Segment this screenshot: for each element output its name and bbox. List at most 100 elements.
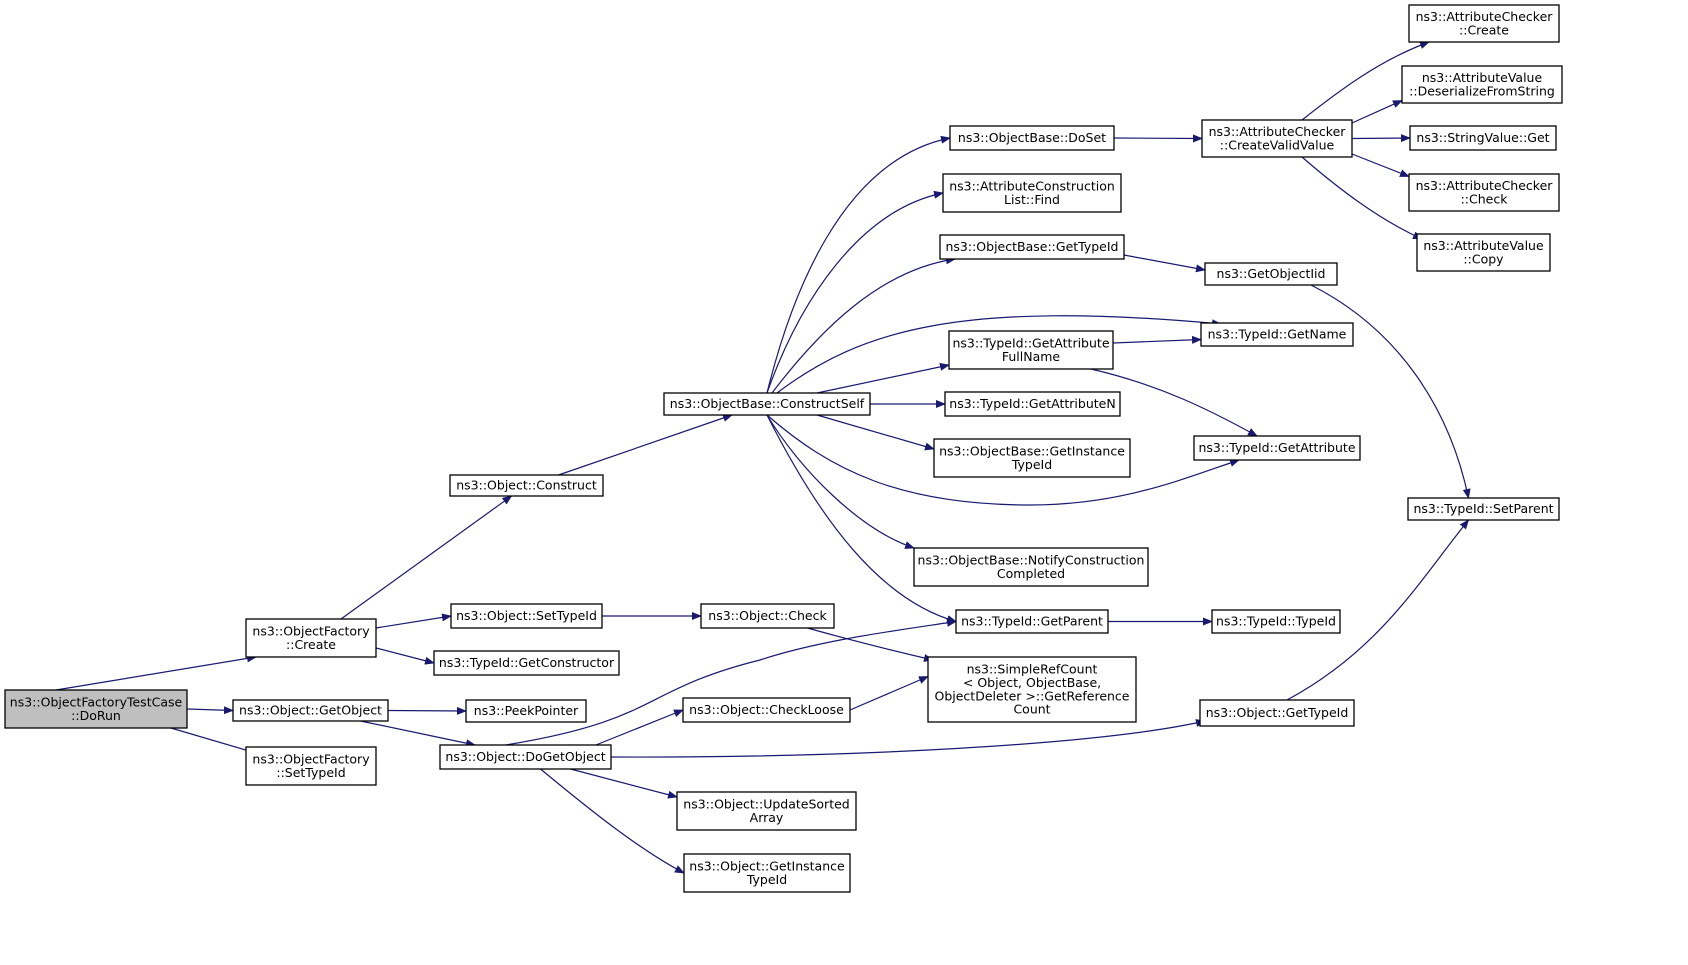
node-box (1204, 262, 1338, 286)
node-TTypeId[interactable]: ns3::TypeId::TypeId (1211, 609, 1341, 634)
node-TGetParent[interactable]: ns3::TypeId::GetParent (955, 609, 1109, 634)
node-label: ns3::AttributeChecker (1209, 124, 1347, 139)
edge-ACCreateValid-to-AVDeserialize (1351, 99, 1403, 124)
edge-OBConstructSelf-to-OBDoSet (766, 135, 951, 394)
node-OBNotify[interactable]: ns3::ObjectBase::NotifyConstructionCompl… (913, 547, 1149, 587)
node-label: ns3::ObjectFactory (252, 752, 370, 767)
node-label: ns3::AttributeChecker (1416, 9, 1554, 24)
node-label: ns3::Object::CheckLoose (689, 702, 844, 717)
node-label: Count (1013, 702, 1050, 717)
node-box (232, 699, 389, 722)
edge-OGetTypeId-to-TSetParent (1286, 519, 1470, 701)
node-label: ::DeserializeFromString (1409, 83, 1555, 98)
edge-OFCreate-to-OSetTypeId (375, 613, 452, 629)
node-box (949, 125, 1115, 151)
node-label: ns3::PeekPointer (474, 703, 579, 718)
node-box (1200, 322, 1354, 347)
edge-OConstruct-to-OBConstructSelf (558, 414, 733, 476)
node-label: ns3::SimpleRefCount (967, 662, 1098, 677)
edge-OBConstructSelf-to-TGetAttrFullName (816, 362, 950, 394)
node-box (948, 330, 1114, 370)
node-box (245, 618, 377, 658)
node-label: ::Copy (1463, 251, 1504, 266)
node-TGetAttribute[interactable]: ns3::TypeId::GetAttribute (1193, 435, 1361, 461)
edge-OCheckLoose-to-SRCGetRef (849, 675, 929, 711)
node-label: ns3::TypeId::SetParent (1413, 501, 1553, 516)
node-label: ns3::ObjectFactoryTestCase (10, 695, 183, 710)
node-label: ns3::ObjectBase::DoSet (958, 130, 1106, 145)
edge-GetObjectIid-to-TSetParent (1310, 284, 1471, 499)
node-box (1211, 609, 1341, 634)
node-label: ns3::ObjectBase::ConstructSelf (670, 396, 865, 411)
node-OFSetTypeId[interactable]: ns3::ObjectFactory::SetTypeId (245, 746, 377, 786)
edge-DoRun-to-OFSetTypeId (170, 727, 257, 755)
node-label: ::DoRun (71, 708, 121, 723)
node-OGetTypeId[interactable]: ns3::Object::GetTypeId (1199, 699, 1355, 727)
node-box (700, 603, 835, 629)
node-TGetName[interactable]: ns3::TypeId::GetName (1200, 322, 1354, 347)
node-SVGet[interactable]: ns3::StringValue::Get (1409, 125, 1557, 151)
edge-OBConstructSelf-to-OBGetInstanceTypeId (816, 414, 935, 451)
node-OCheckLoose[interactable]: ns3::Object::CheckLoose (682, 697, 851, 723)
node-box (933, 438, 1131, 478)
node-box (663, 392, 871, 416)
node-box (683, 853, 851, 893)
node-AVCopy[interactable]: ns3::AttributeValue::Copy (1416, 233, 1551, 272)
node-TSetParent[interactable]: ns3::TypeId::SetParent (1407, 497, 1560, 521)
node-label: ns3::Object::SetTypeId (456, 608, 597, 623)
node-TGetConstructor[interactable]: ns3::TypeId::GetConstructor (433, 650, 620, 676)
edge-OBConstructSelf-to-TGetAttribute (766, 414, 1240, 506)
node-label: ns3::ObjectBase::NotifyConstruction (918, 553, 1145, 568)
node-ACCheck[interactable]: ns3::AttributeChecker::Check (1408, 173, 1560, 212)
node-label: ns3::TypeId::GetConstructor (439, 655, 615, 670)
node-box (944, 391, 1121, 417)
node-label: Completed (997, 566, 1065, 581)
node-ACCreate[interactable]: ns3::AttributeChecker::Create (1408, 4, 1560, 43)
node-ACCreateValid[interactable]: ns3::AttributeChecker::CreateValidValue (1201, 119, 1353, 158)
edge-ACCreateValid-to-ACCreate (1301, 41, 1430, 121)
node-OConstruct[interactable]: ns3::Object::Construct (449, 474, 604, 497)
node-box (450, 603, 603, 629)
node-OCheck[interactable]: ns3::Object::Check (700, 603, 835, 629)
node-label: ns3::AttributeValue (1423, 238, 1544, 253)
node-box (4, 689, 188, 729)
node-OBDoSet[interactable]: ns3::ObjectBase::DoSet (949, 125, 1115, 151)
node-PeekPointer[interactable]: ns3::PeekPointer (465, 699, 587, 723)
edge-OGetObject-to-ODoGetObject (360, 720, 476, 748)
node-box (955, 609, 1109, 634)
node-box (1401, 65, 1563, 104)
node-label: ns3::GetObjectIid (1217, 266, 1326, 281)
node-label: ns3::AttributeConstruction (949, 179, 1115, 194)
node-GetObjectIid[interactable]: ns3::GetObjectIid (1204, 262, 1338, 286)
node-OGetObject[interactable]: ns3::Object::GetObject (232, 699, 389, 722)
node-DoRun[interactable]: ns3::ObjectFactoryTestCase::DoRun (4, 689, 188, 729)
node-AVDeserialize[interactable]: ns3::AttributeValue::DeserializeFromStri… (1401, 65, 1563, 104)
node-OBGetTypeId[interactable]: ns3::ObjectBase::GetTypeId (939, 234, 1125, 260)
node-TGetAttributeN[interactable]: ns3::TypeId::GetAttributeN (944, 391, 1121, 417)
edge-ODoGetObject-to-OGetTypeId (610, 719, 1206, 758)
node-ODoGetObject[interactable]: ns3::Object::DoGetObject (439, 744, 612, 770)
edge-ACCreateValid-to-ACCheck (1351, 153, 1410, 178)
node-OBConstructSelf[interactable]: ns3::ObjectBase::ConstructSelf (663, 392, 871, 416)
node-OFCreate[interactable]: ns3::ObjectFactory::Create (245, 618, 377, 658)
node-label: ns3::TypeId::TypeId (1216, 614, 1336, 629)
edge-OBGetTypeId-to-GetObjectIid (1123, 254, 1206, 273)
edge-ACCreateValid-to-AVCopy (1301, 156, 1423, 240)
node-box (927, 656, 1137, 723)
edge-OGetObject-to-PeekPointer (387, 706, 467, 715)
node-label: ns3::Object::GetTypeId (1206, 705, 1349, 720)
node-SRCGetRef[interactable]: ns3::SimpleRefCount< Object, ObjectBase,… (927, 656, 1137, 723)
node-label: ns3::Object::UpdateSorted (683, 797, 849, 812)
node-label: List::Find (1004, 192, 1060, 207)
node-label: < Object, ObjectBase, (963, 675, 1101, 690)
node-box (1409, 125, 1557, 151)
node-OSetTypeId[interactable]: ns3::Object::SetTypeId (450, 603, 603, 629)
node-box (942, 173, 1122, 213)
edge-DoRun-to-OFCreate (55, 654, 257, 691)
